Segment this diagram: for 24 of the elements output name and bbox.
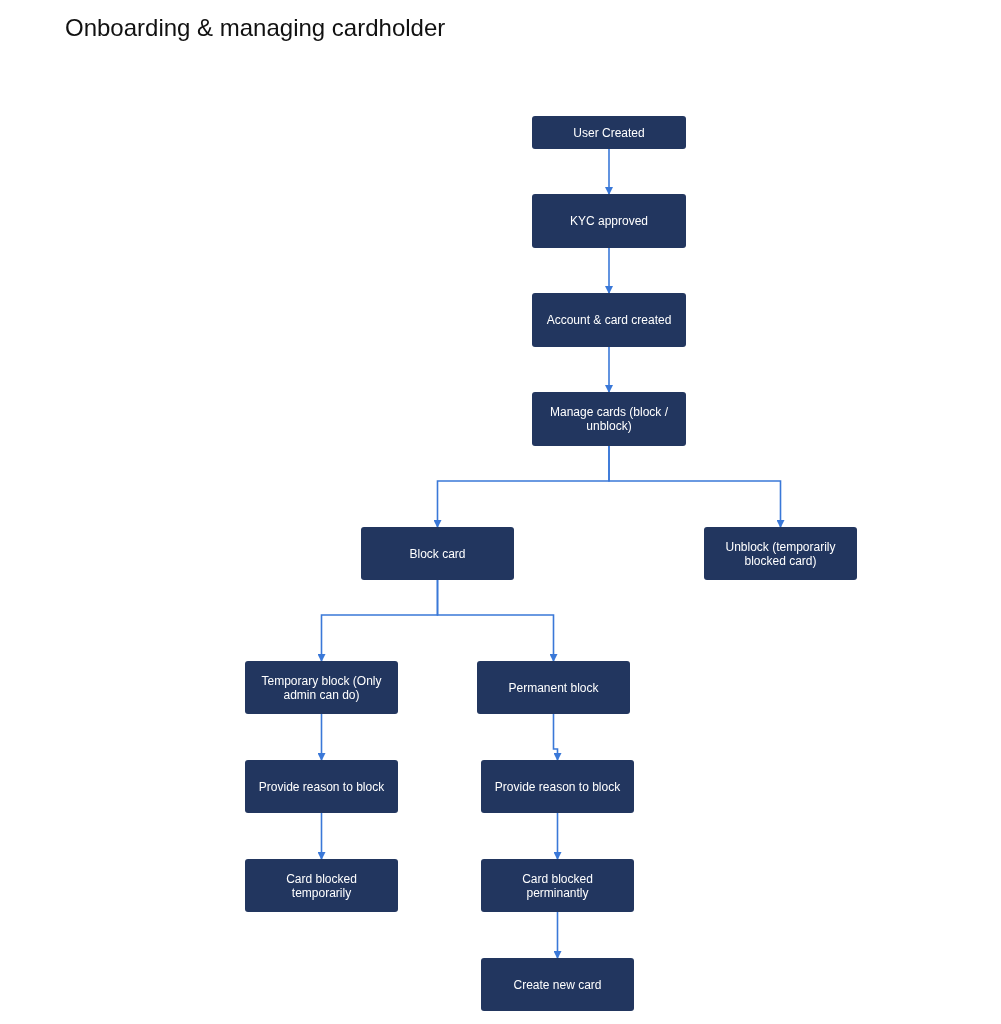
arrow [553, 812, 562, 860]
process-box: User Created [532, 116, 686, 149]
arrow [436, 579, 558, 662]
process-box: Block card [361, 527, 514, 580]
process-box: Manage cards (block / unblock) [532, 392, 686, 446]
process-box: Provide reason to block [481, 760, 634, 813]
process-box: Card blocked temporarily [245, 859, 398, 912]
process-box: KYC approved [532, 194, 686, 248]
process-box: Account & card created [532, 293, 686, 347]
process-box: Unblock (temporarily blocked card) [704, 527, 857, 580]
arrow [553, 911, 562, 959]
arrow [605, 346, 613, 393]
process-box: Provide reason to block [245, 760, 398, 813]
arrow [317, 812, 326, 860]
arrow [605, 148, 613, 195]
arrow [608, 445, 785, 528]
arrow [317, 713, 326, 761]
diagram-title: Onboarding & managing cardholder [65, 14, 446, 42]
arrow [605, 247, 613, 294]
process-box: Temporary block (Only admin can do) [245, 661, 398, 714]
process-box: Card blocked perminantly [481, 859, 634, 912]
process-box: Create new card [481, 958, 634, 1011]
arrow [552, 713, 562, 761]
process-box: Permanent block [477, 661, 630, 714]
